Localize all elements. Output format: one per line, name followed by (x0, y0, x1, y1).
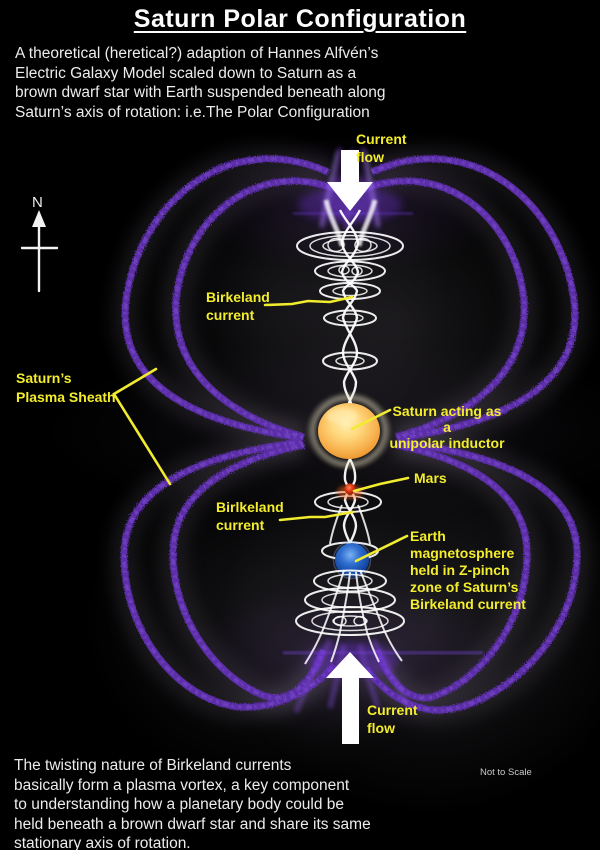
page-title: Saturn Polar Configuration (133, 5, 467, 33)
footer-paragraph: The twisting nature of Birkeland current… (14, 757, 371, 850)
upper-vortex-rings (296, 231, 404, 371)
birkeland-current-lower-label: Birlkeland current (216, 499, 284, 533)
birkeland-current-upper-label: Birkeland current (206, 289, 270, 323)
current-flow-down-arrow (327, 150, 373, 211)
saturn-leader-line (350, 408, 392, 431)
lower-vortex-rings (295, 569, 405, 665)
current-flow-bottom-label: Current flow (367, 702, 418, 736)
current-flow-top-label: Current flow (356, 131, 407, 165)
plasma-sheath-leader-line (112, 367, 172, 486)
compass-north-label: N (32, 194, 43, 211)
mars-label: Mars (414, 470, 447, 486)
earth-magnetosphere-label: Earth magnetosphere held in Z-pinch zone… (410, 528, 526, 612)
birkeland-lower-leader-line (278, 510, 355, 522)
saturn-sphere (307, 393, 391, 469)
plasma-sheath-label: Saturn’s Plasma Sheath (16, 370, 116, 405)
earth-sphere (332, 540, 372, 580)
mars-sphere (337, 483, 363, 499)
mars-leader-line (352, 476, 410, 493)
current-flow-up-arrow (326, 652, 374, 744)
intro-paragraph: A theoretical (heretical?) adaption of H… (15, 45, 386, 121)
compass-north-arrow (20, 210, 59, 293)
not-to-scale-note: Not to Scale (480, 767, 532, 778)
saturn-label: Saturn acting as a unipolar inductor (389, 403, 505, 451)
birkeland-upper-leader-line (263, 295, 354, 307)
leader-lines (112, 295, 410, 563)
earth-leader-line (354, 534, 409, 563)
birkeland-vortex-column (296, 199, 404, 561)
